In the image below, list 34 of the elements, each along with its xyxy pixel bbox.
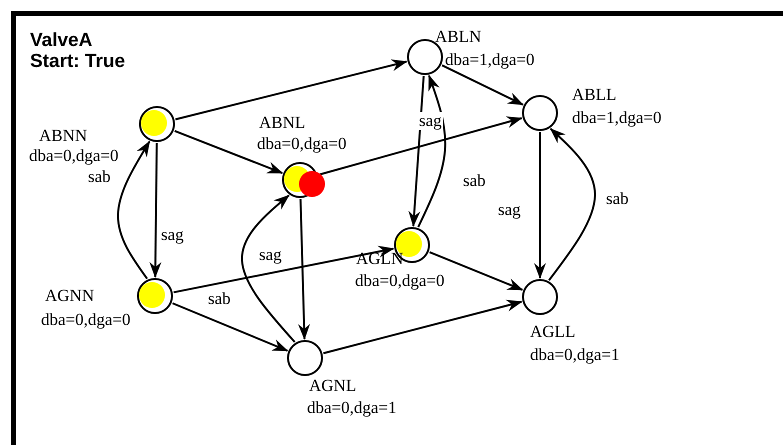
arrow bbox=[323, 300, 523, 354]
diagram-title: ValveA bbox=[30, 31, 92, 51]
state-values: dba=0,dga=0 bbox=[355, 271, 445, 290]
state-values: dba=0,dga=1 bbox=[307, 398, 397, 417]
arrow bbox=[173, 246, 394, 294]
state-values: dba=0,dga=0 bbox=[257, 134, 347, 153]
state-values: dba=0,dga=1 bbox=[530, 345, 620, 364]
edge-label: sag bbox=[418, 112, 443, 130]
arrow bbox=[417, 74, 446, 228]
arrow bbox=[172, 302, 288, 352]
state-name: AGLL bbox=[530, 322, 576, 341]
state-values: dba=0,dga=0 bbox=[29, 146, 119, 165]
state-values: dba=1,dga=0 bbox=[572, 108, 662, 127]
arrow bbox=[534, 132, 546, 279]
state-name: ABLL bbox=[572, 85, 616, 104]
state-values: dba=0,dga=0 bbox=[41, 310, 131, 329]
state-name: AGNN bbox=[45, 286, 94, 305]
state-name: AGNL bbox=[309, 376, 356, 395]
arrow bbox=[429, 251, 524, 291]
state-name: ABNN bbox=[39, 126, 88, 145]
state-name: ABLN bbox=[435, 27, 482, 46]
arrow bbox=[174, 130, 284, 174]
arrow bbox=[117, 140, 150, 280]
arrow bbox=[548, 128, 596, 281]
arrow bbox=[241, 194, 296, 343]
arrow bbox=[175, 59, 408, 120]
arrow bbox=[408, 76, 425, 228]
arrow bbox=[318, 116, 523, 176]
state-values: dba=1,dga=0 bbox=[445, 50, 535, 69]
arrow bbox=[298, 198, 310, 340]
arrow bbox=[442, 64, 524, 106]
state-name: ABNL bbox=[259, 113, 306, 132]
start-condition: Start: True bbox=[30, 52, 126, 72]
arrow bbox=[149, 142, 162, 278]
